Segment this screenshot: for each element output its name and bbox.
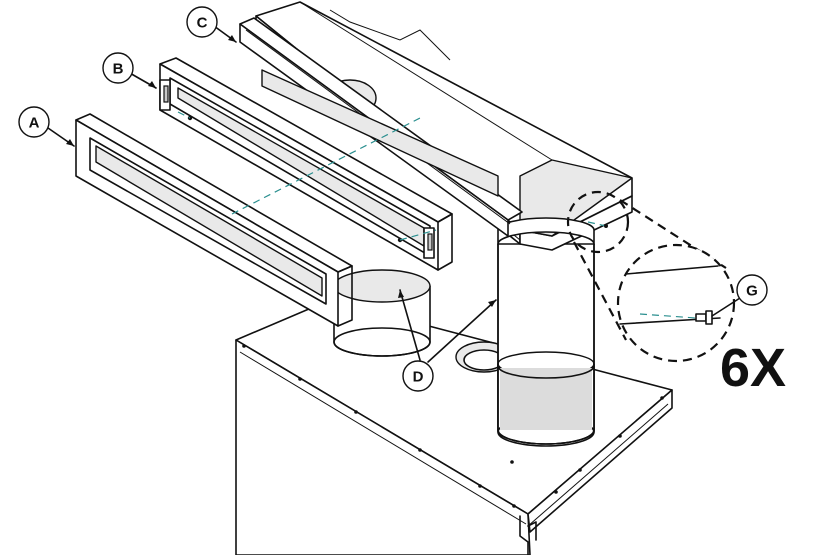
callout-b-label: B bbox=[113, 61, 124, 78]
frame-c bbox=[239, 17, 523, 237]
callout-g-label: G bbox=[746, 283, 758, 300]
quantity-label: 6X bbox=[720, 338, 786, 398]
alignment-lines bbox=[177, 111, 607, 241]
leader-lines bbox=[47, 25, 741, 363]
callout-d: D bbox=[402, 360, 434, 392]
callout-a-label: A bbox=[29, 115, 40, 132]
callout-b: B bbox=[102, 52, 134, 84]
fireplace-body bbox=[235, 299, 673, 555]
callout-c-label: C bbox=[197, 15, 208, 32]
screw-icon bbox=[695, 310, 713, 325]
callout-d-label: D bbox=[413, 369, 424, 386]
callout-c: C bbox=[186, 6, 218, 38]
vent-pipe bbox=[497, 243, 595, 447]
callout-g: G bbox=[736, 274, 768, 306]
frame-b bbox=[159, 57, 453, 271]
callout-a: A bbox=[18, 106, 50, 138]
frame-a bbox=[75, 113, 353, 327]
detail-magnifier bbox=[566, 190, 736, 363]
